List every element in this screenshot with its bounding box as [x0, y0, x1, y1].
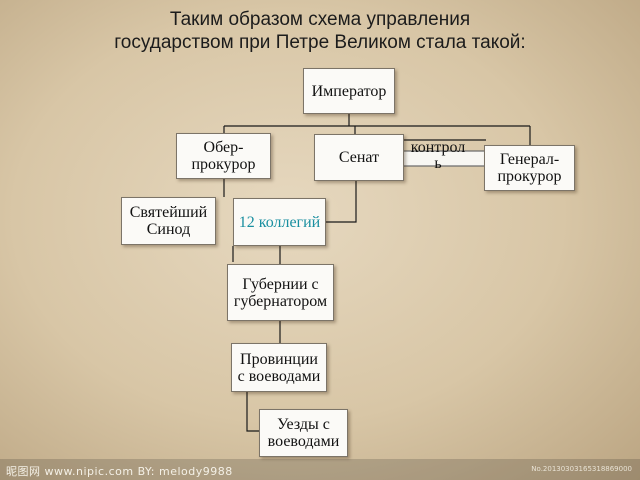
- title-line-2: государством при Петре Великом стала так…: [114, 32, 526, 53]
- node-12-colleges[interactable]: 12 коллегий: [233, 198, 326, 246]
- watermark-bar: 昵图网 www.nipic.com BY: melody9988 No.2013…: [0, 459, 640, 480]
- title-line-1: Таким образом схема управления: [169, 9, 471, 30]
- node-synod: Святейший Синод: [121, 197, 216, 245]
- node-emperor: Император: [303, 68, 395, 114]
- watermark-left: 昵图网 www.nipic.com BY: melody9988: [6, 465, 233, 478]
- node-uezdy: Уезды с воеводами: [259, 409, 348, 457]
- connector-provinces-uezdy: [246, 392, 259, 432]
- node-gubernii: Губернии с губернатором: [227, 264, 334, 321]
- node-ober-procurator: Обер- прокурор: [176, 133, 271, 179]
- node-senate: Сенат: [314, 134, 404, 181]
- watermark-right: No.20130303165318869000: [531, 465, 632, 473]
- slide-title: Таким образом схема управления государст…: [0, 8, 640, 54]
- control-label: контрол ь: [410, 139, 466, 172]
- node-general-procurator: Генерал- прокурор: [484, 145, 575, 191]
- node-provinces: Провинции с воеводами: [231, 343, 327, 392]
- connector-senate-colleges: [326, 181, 357, 223]
